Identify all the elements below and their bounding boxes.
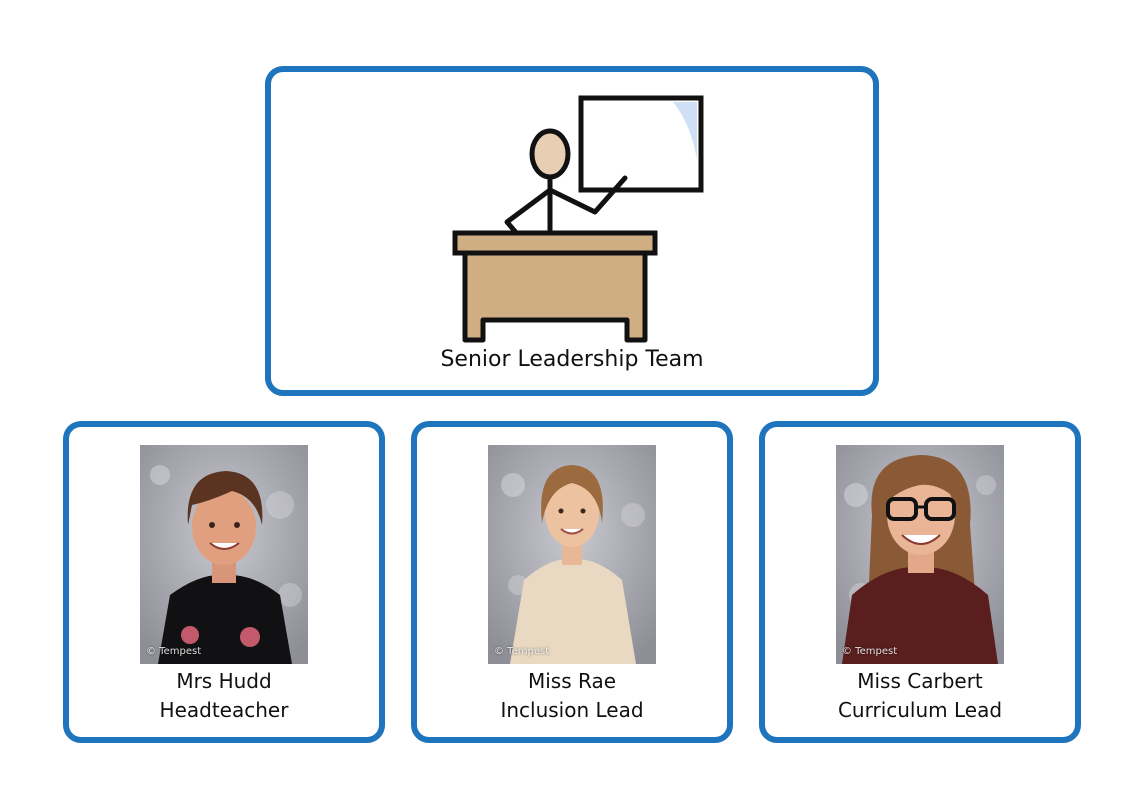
senior-leadership-team-card: Senior Leadership Team — [265, 66, 879, 396]
photo-credit: © Tempest — [842, 646, 898, 657]
staff-name: Mrs Hudd — [176, 669, 272, 693]
portrait-image — [488, 445, 656, 664]
portrait-image — [836, 445, 1004, 664]
inclusion-lead-photo: © Tempest — [488, 445, 656, 664]
teacher-at-desk-icon — [452, 95, 704, 343]
photo-credit: © Tempest — [146, 646, 202, 657]
staff-card-headteacher: © Tempest Mrs Hudd Headteacher — [63, 421, 385, 743]
staff-card-inclusion-lead: © Tempest Miss Rae Inclusion Lead — [411, 421, 733, 743]
photo-credit: © Tempest — [494, 646, 550, 657]
staff-card-curriculum-lead: © Tempest Miss Carbert Curriculum Lead — [759, 421, 1081, 743]
portrait-image — [140, 445, 308, 664]
staff-name: Miss Rae — [527, 669, 617, 693]
staff-role: Inclusion Lead — [500, 698, 644, 722]
staff-name: Miss Carbert — [857, 669, 983, 693]
curriculum-lead-photo: © Tempest — [836, 445, 1004, 664]
staff-role: Headteacher — [159, 698, 289, 722]
headteacher-photo: © Tempest — [140, 445, 308, 664]
section-title: Senior Leadership Team — [440, 347, 704, 372]
staff-role: Curriculum Lead — [837, 698, 1003, 722]
